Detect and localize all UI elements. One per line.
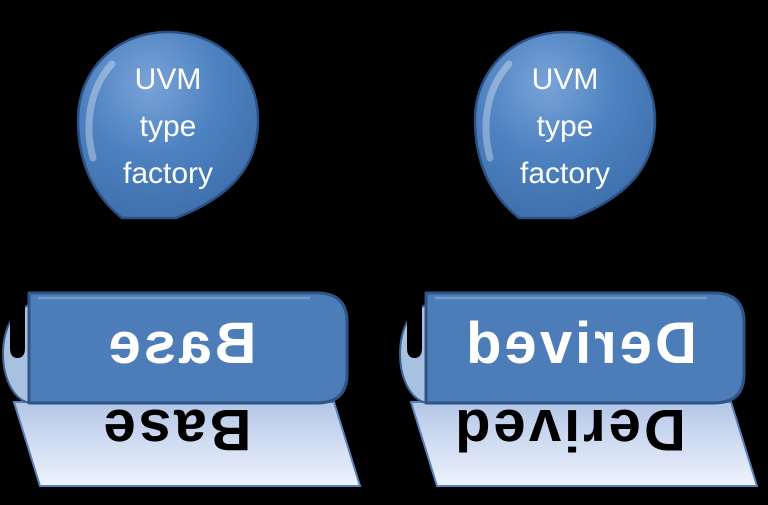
roller-core-hole-icon bbox=[407, 286, 422, 358]
balloon-highlight bbox=[482, 60, 513, 162]
balloon-label-line3: factory bbox=[123, 157, 213, 190]
roller-label-mirrored: Base bbox=[106, 311, 257, 376]
paper-label-text: Base bbox=[101, 397, 252, 462]
balloon-shape bbox=[473, 30, 657, 220]
figure-base-stamp: UVM type factory Base Base bbox=[2, 30, 362, 487]
roller-label-text: Base bbox=[106, 311, 257, 376]
balloon-highlight bbox=[85, 60, 116, 162]
balloon-label-line3: factory bbox=[520, 157, 610, 190]
roller-body bbox=[424, 291, 746, 405]
roller-label-text: Derived bbox=[463, 311, 697, 376]
balloon-label-line2: type bbox=[140, 110, 197, 143]
paper-label-rotated: Derived bbox=[452, 397, 686, 462]
roller-label-mirrored: Derived bbox=[463, 311, 697, 376]
balloon-label-line1: UVM bbox=[532, 63, 599, 96]
balloon-shape bbox=[76, 30, 260, 220]
balloon-label-line2: type bbox=[537, 110, 594, 143]
roller-core-hole-icon bbox=[10, 286, 25, 358]
roller-body bbox=[27, 291, 349, 405]
paper-label-text: Derived bbox=[452, 397, 686, 462]
figure-derived-stamp: UVM type factory Derived Derived bbox=[399, 30, 759, 487]
balloon-label-line1: UVM bbox=[135, 63, 202, 96]
paper-label-rotated: Base bbox=[101, 397, 252, 462]
